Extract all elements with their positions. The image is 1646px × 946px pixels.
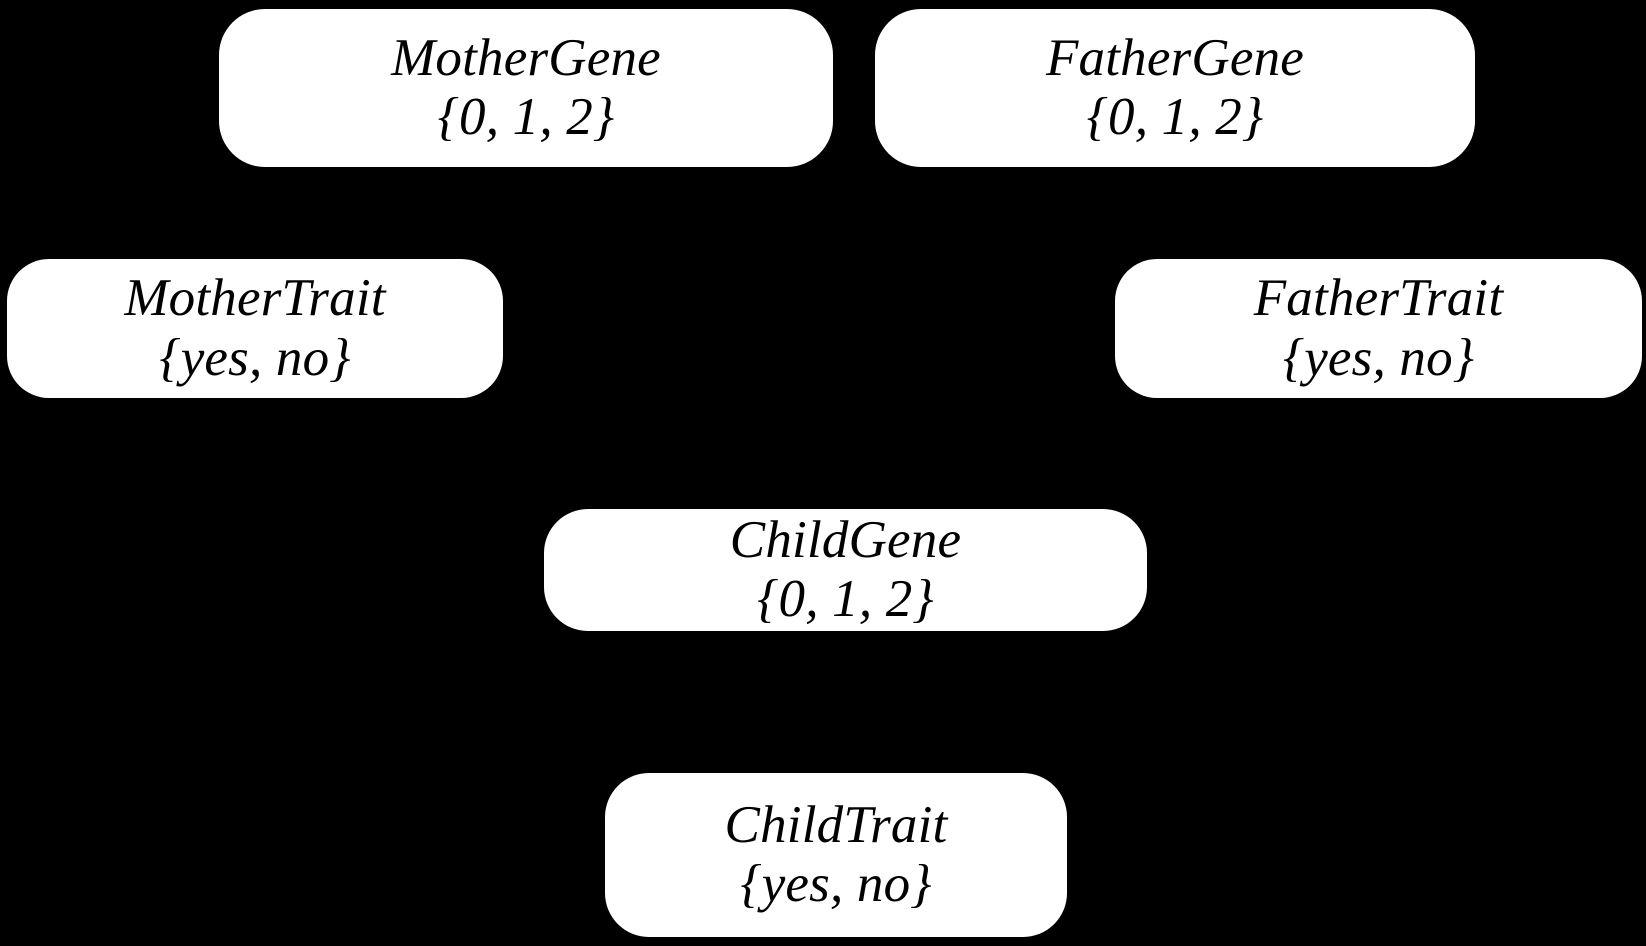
node-mother-gene[interactable]: MotherGene {0, 1, 2} bbox=[219, 9, 833, 167]
node-mother-trait[interactable]: MotherTrait {yes, no} bbox=[7, 259, 503, 398]
node-child-trait-label: ChildTrait bbox=[724, 795, 948, 854]
node-mother-trait-domain: {yes, no} bbox=[159, 328, 351, 387]
node-mother-trait-label: MotherTrait bbox=[124, 269, 386, 328]
node-father-gene-domain: {0, 1, 2} bbox=[1086, 88, 1264, 146]
node-child-gene[interactable]: ChildGene {0, 1, 2} bbox=[544, 509, 1147, 631]
node-child-gene-label: ChildGene bbox=[729, 510, 962, 569]
node-father-trait-label: FatherTrait bbox=[1253, 269, 1504, 328]
node-father-gene-label: FatherGene bbox=[1045, 28, 1305, 87]
node-father-trait-domain: {yes, no} bbox=[1282, 328, 1475, 387]
node-mother-gene-label: MotherGene bbox=[391, 28, 661, 87]
node-child-gene-domain: {0, 1, 2} bbox=[757, 570, 934, 628]
node-father-gene[interactable]: FatherGene {0, 1, 2} bbox=[875, 9, 1475, 167]
node-child-trait-domain: {yes, no} bbox=[740, 855, 932, 913]
node-mother-gene-domain: {0, 1, 2} bbox=[437, 88, 615, 146]
node-father-trait[interactable]: FatherTrait {yes, no} bbox=[1115, 259, 1642, 398]
node-child-trait[interactable]: ChildTrait {yes, no} bbox=[605, 773, 1067, 937]
